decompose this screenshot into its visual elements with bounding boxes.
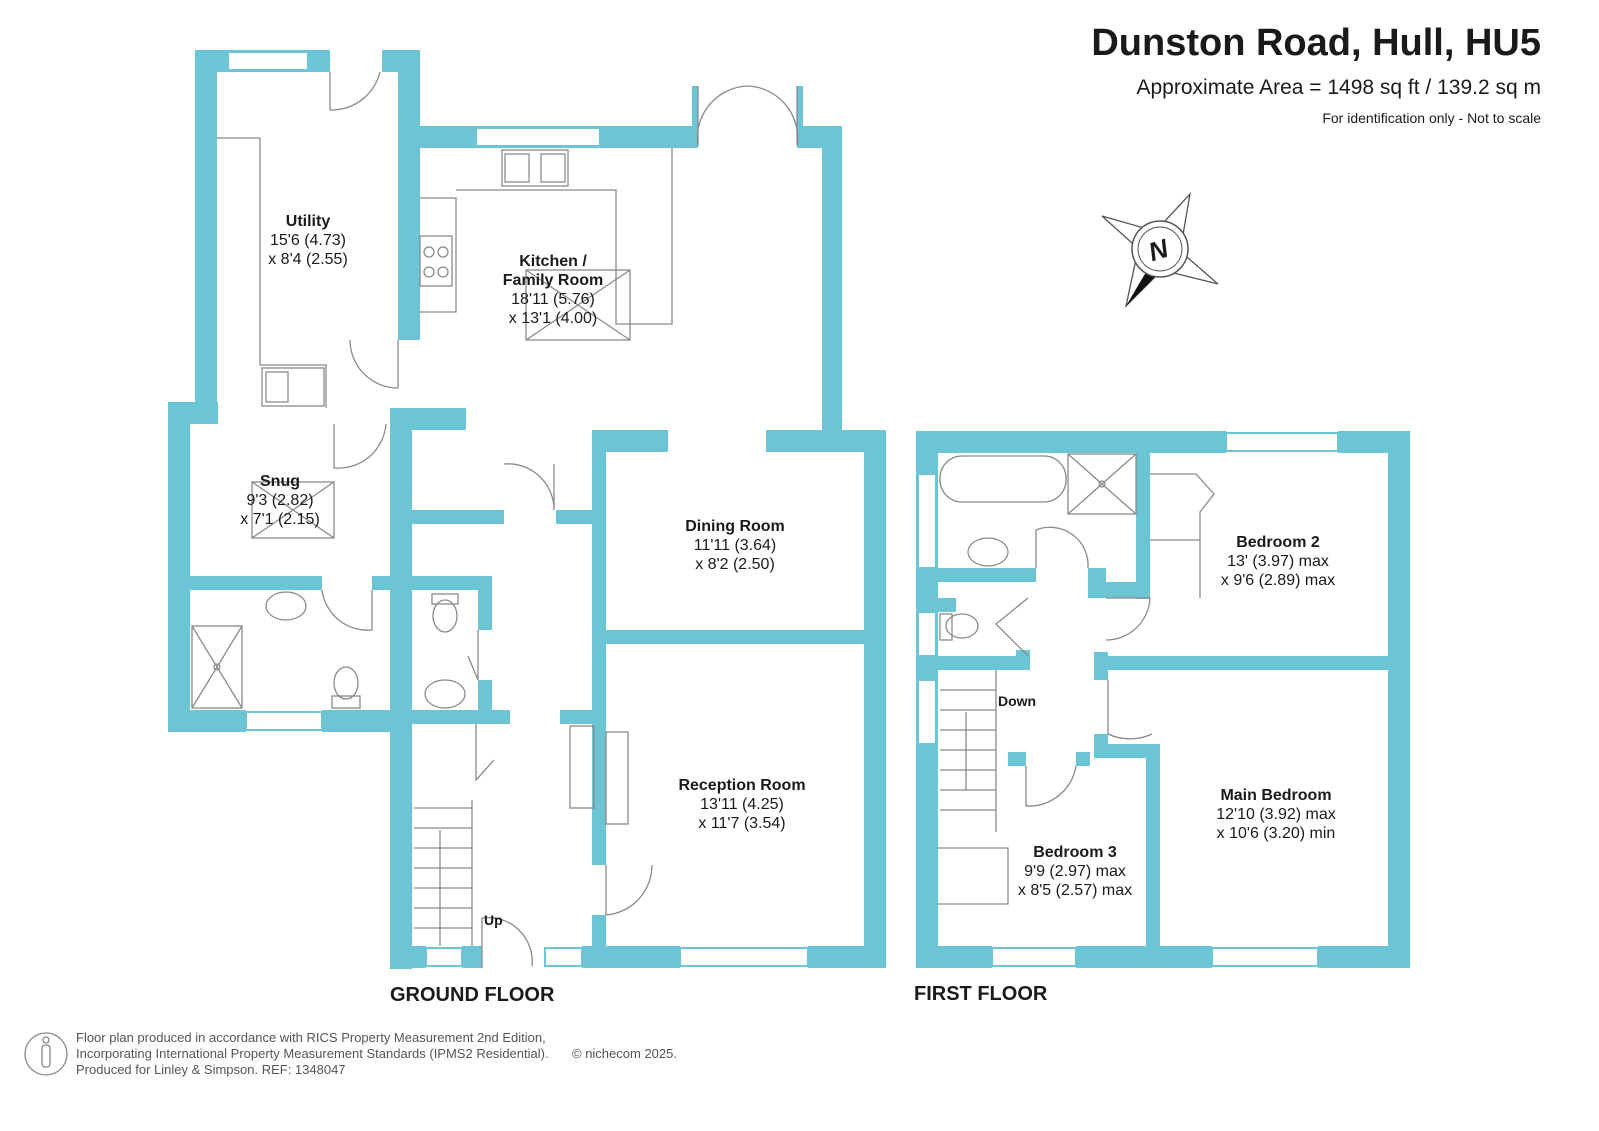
room-reception: Reception Room 13'11 (4.25) x 11'7 (3.54…: [678, 776, 805, 833]
room-dimension: x 13'1 (4.00): [508, 310, 598, 327]
room-main-bedroom: Main Bedroom 12'10 (3.92) max x 10'6 (3.…: [1216, 786, 1336, 843]
door-swings: [321, 71, 1153, 968]
fixtures: [191, 137, 1215, 946]
room-dimension: x 9'6 (2.89) max: [1220, 572, 1336, 589]
room-name: Bedroom 2: [1236, 534, 1320, 551]
area-summary: Approximate Area = 1498 sq ft / 139.2 sq…: [1136, 76, 1542, 99]
room-bedroom-3: Bedroom 3 9'9 (2.97) max x 8'5 (2.57) ma…: [1018, 843, 1132, 900]
toilet-icon: [333, 666, 359, 700]
shower-tray-icon: [1067, 453, 1137, 515]
kitchen-island-icon: [525, 269, 631, 341]
basin-icon: [265, 591, 307, 621]
room-name: Reception Room: [678, 777, 806, 794]
basin-icon: [424, 679, 466, 709]
ground-floor-windows: [227, 51, 809, 967]
stairs-icon: [940, 670, 997, 832]
basin-icon: [967, 537, 1009, 567]
stairs-down-label: Down: [998, 693, 1037, 709]
stairs-up-label: Up: [484, 912, 503, 928]
room-name: Snug: [259, 473, 300, 490]
room-kitchen-family: Kitchen / Family Room 18'11 (5.76) x 13'…: [503, 252, 603, 328]
room-name: Dining Room: [685, 518, 785, 535]
room-name: Main Bedroom: [1220, 787, 1332, 804]
shower-tray-icon: [191, 625, 243, 709]
first-floor-windows: [917, 432, 1339, 967]
bath-icon: [939, 455, 1067, 503]
room-dimension: 13'11 (4.25): [700, 796, 784, 813]
room-dimension: x 11'7 (3.54): [698, 815, 786, 832]
ground-floor-title: GROUND FLOOR: [390, 984, 555, 1006]
toilet-icon: [432, 599, 458, 633]
north-arrow-icon: [1101, 191, 1219, 309]
first-floor-title: FIRST FLOOR: [914, 983, 1048, 1005]
room-dimension: x 8'5 (2.57) max: [1017, 882, 1133, 899]
room-snug: Snug 9'3 (2.82) x 7'1 (2.15): [240, 472, 320, 529]
toilet-icon: [945, 613, 979, 639]
stairs-icon: [414, 800, 473, 946]
person-icon: [24, 1032, 68, 1076]
utility-sink-icon: [261, 367, 325, 407]
room-dimension: 11'11 (3.64): [693, 537, 777, 554]
page-title: Dunston Road, Hull, HU5: [1091, 22, 1541, 64]
room-dimension: 9'3 (2.82): [246, 492, 314, 509]
room-utility: Utility 15'6 (4.73) x 8'4 (2.55): [268, 212, 348, 269]
room-dimension: 13' (3.97) max: [1227, 553, 1329, 570]
footer-text: Floor plan produced in accordance with R…: [76, 1030, 549, 1078]
footer-line: Floor plan produced in accordance with R…: [76, 1030, 546, 1045]
copyright: © nichecom 2025.: [572, 1046, 677, 1061]
room-dining: Dining Room 11'11 (3.64) x 8'2 (2.50): [685, 517, 785, 574]
room-dimension: 15'6 (4.73): [269, 232, 346, 249]
room-dimension: x 8'2 (2.50): [695, 556, 775, 573]
kitchen-sink-icon: [501, 149, 569, 187]
room-dimension: x 10'6 (3.20) min: [1216, 825, 1336, 842]
room-dimension: 12'10 (3.92) max: [1216, 806, 1336, 823]
footer-line: Incorporating International Property Mea…: [76, 1046, 549, 1061]
first-floor-walls: [916, 431, 1410, 968]
room-name: Bedroom 3: [1033, 844, 1117, 861]
footer-line: Produced for Linley & Simpson. REF: 1348…: [76, 1062, 346, 1077]
hob-icon: [419, 235, 453, 287]
room-dimension: 18'11 (5.76): [511, 291, 595, 308]
room-name: Kitchen /: [519, 253, 587, 270]
room-bedroom-2: Bedroom 2 13' (3.97) max x 9'6 (2.89) ma…: [1221, 533, 1335, 590]
room-name: Family Room: [502, 272, 604, 289]
room-dimension: 9'9 (2.97) max: [1024, 863, 1126, 880]
room-name: Utility: [285, 213, 331, 230]
room-dimension: x 8'4 (2.55): [268, 251, 348, 268]
room-dimension: x 7'1 (2.15): [240, 511, 320, 528]
ground-floor-walls: [168, 50, 886, 969]
disclaimer-note: For identification only - Not to scale: [1322, 110, 1541, 126]
